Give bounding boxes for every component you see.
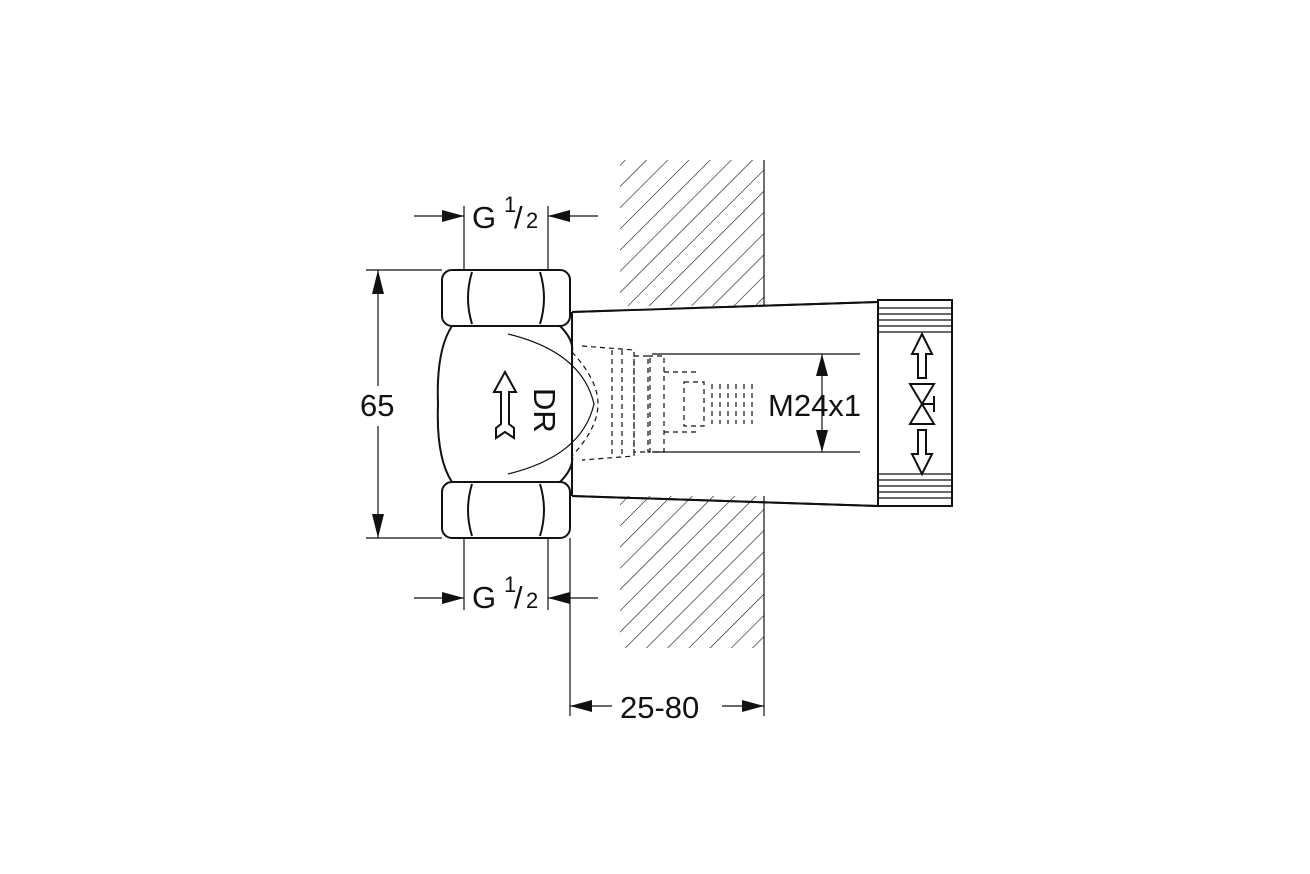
- flow-mark-label: DR: [527, 388, 562, 433]
- top-thread-label: G: [472, 200, 496, 235]
- bottom-hex-nut: [441, 481, 571, 539]
- bottom-thread-denominator: 2: [526, 588, 538, 613]
- wall-depth-dimension: [569, 538, 765, 716]
- bottom-thread-slash: /: [514, 580, 523, 615]
- thread-dimension: [652, 353, 860, 453]
- top-thread-dimension: [414, 206, 598, 270]
- wall-section: [620, 160, 765, 648]
- up-arrow-icon: [910, 331, 934, 379]
- height-label: 65: [360, 388, 394, 423]
- end-cap: [877, 299, 953, 507]
- bottom-thread-dimension: [414, 538, 598, 610]
- wall-depth-label: 25-80: [620, 690, 699, 725]
- valve-symbol-icon: [908, 383, 936, 425]
- spindle-splines: [711, 384, 753, 424]
- thread-label: M24x1: [768, 388, 861, 423]
- top-thread-denominator: 2: [526, 208, 538, 233]
- extension-sleeve: [571, 301, 879, 507]
- valve-body: [436, 269, 599, 539]
- top-thread-slash: /: [514, 200, 523, 235]
- bottom-thread-numerator: 1: [504, 572, 516, 597]
- down-arrow-icon: [910, 429, 934, 477]
- bottom-thread-label: G: [472, 580, 496, 615]
- bottom-thread-letter: G: [472, 580, 496, 615]
- top-thread-letter: G: [472, 200, 496, 235]
- top-thread-numerator: 1: [504, 192, 516, 217]
- flow-direction-arrow-icon: [492, 369, 518, 440]
- top-hex-nut: [441, 269, 571, 327]
